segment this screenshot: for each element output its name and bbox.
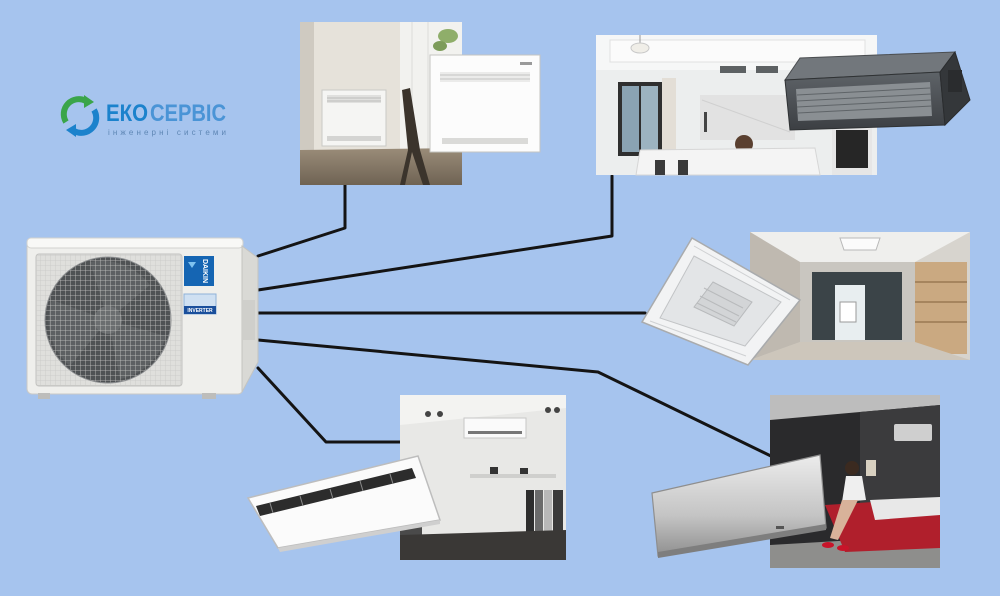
floor-console-photo [300, 22, 541, 185]
ducted-unit-photo [596, 35, 971, 176]
outdoor-unit: DAIKIN INVERTER [26, 237, 259, 399]
logo-tagline: інженерні системи [108, 128, 226, 137]
logo-brand-part2: СЕРВІС [150, 100, 226, 127]
ceiling-unit-in-room [463, 417, 527, 439]
connection-ceiling-unit [256, 366, 404, 444]
logo-brand-part1: ЕКО [106, 100, 148, 127]
brand-label: DAIKIN [184, 256, 214, 286]
recycle-arrows-icon [60, 95, 100, 137]
ceiling-suspended-unit [246, 455, 441, 552]
brand-label-text: DAIKIN [201, 259, 208, 283]
woman-figure [822, 461, 866, 551]
chair [400, 88, 430, 185]
ceiling-suspended-photo [246, 395, 566, 560]
company-logo: ЕКО СЕРВІС інженерні системи [60, 95, 226, 137]
cassette-photo [640, 232, 970, 366]
wall-mounted-unit [651, 454, 827, 558]
wall-unit-photo [651, 395, 940, 568]
floor-console-in-room [321, 89, 387, 147]
connection-ducted-unit [256, 174, 614, 292]
connection-floor-console [256, 182, 347, 258]
cassette-unit [640, 236, 802, 366]
pendant-light [630, 42, 650, 54]
inverter-badge: INVERTER [183, 293, 217, 315]
fan-grille [35, 253, 183, 387]
connection-lines [256, 174, 777, 460]
inverter-badge-text: INVERTER [187, 308, 213, 314]
floor-console-unit [429, 54, 541, 153]
connection-wall-unit [256, 338, 777, 460]
ducted-unit [784, 50, 971, 131]
